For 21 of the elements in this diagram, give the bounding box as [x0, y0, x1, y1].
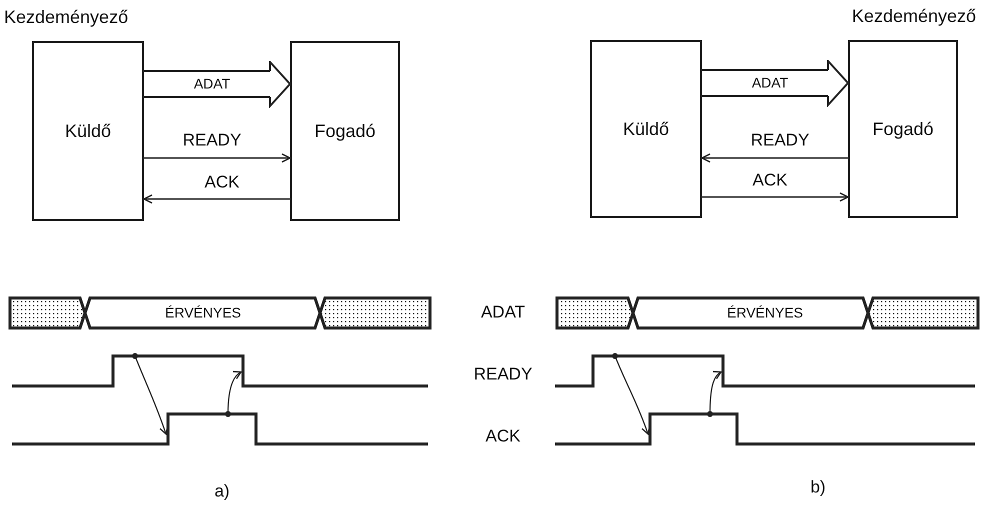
arrow	[143, 194, 290, 204]
edge-label: ADAT	[192, 76, 232, 92]
arrow	[144, 153, 291, 163]
box-label: Küldő	[64, 120, 112, 142]
bus-state-label: ÉRVÉNYES	[727, 305, 803, 321]
process-box	[590, 40, 702, 218]
panel-label: a)	[214, 482, 230, 502]
process-box	[290, 41, 400, 221]
edge-label: ADAT	[750, 75, 790, 91]
initiator-heading: Kezdeményező	[4, 7, 128, 28]
bus-state-label: ÉRVÉNYES	[165, 305, 241, 321]
box-label: Fogadó	[872, 118, 934, 140]
signal-name: READY	[474, 366, 532, 384]
box-label: Fogadó	[314, 120, 376, 142]
box-label: Küldő	[622, 118, 670, 140]
arrow	[701, 153, 848, 163]
panel-label: b)	[810, 478, 826, 498]
arrow	[702, 192, 849, 202]
initiator-heading: Kezdeményező	[852, 6, 976, 27]
signal-name: ACK	[486, 428, 520, 446]
signal-name: ADAT	[480, 304, 526, 322]
